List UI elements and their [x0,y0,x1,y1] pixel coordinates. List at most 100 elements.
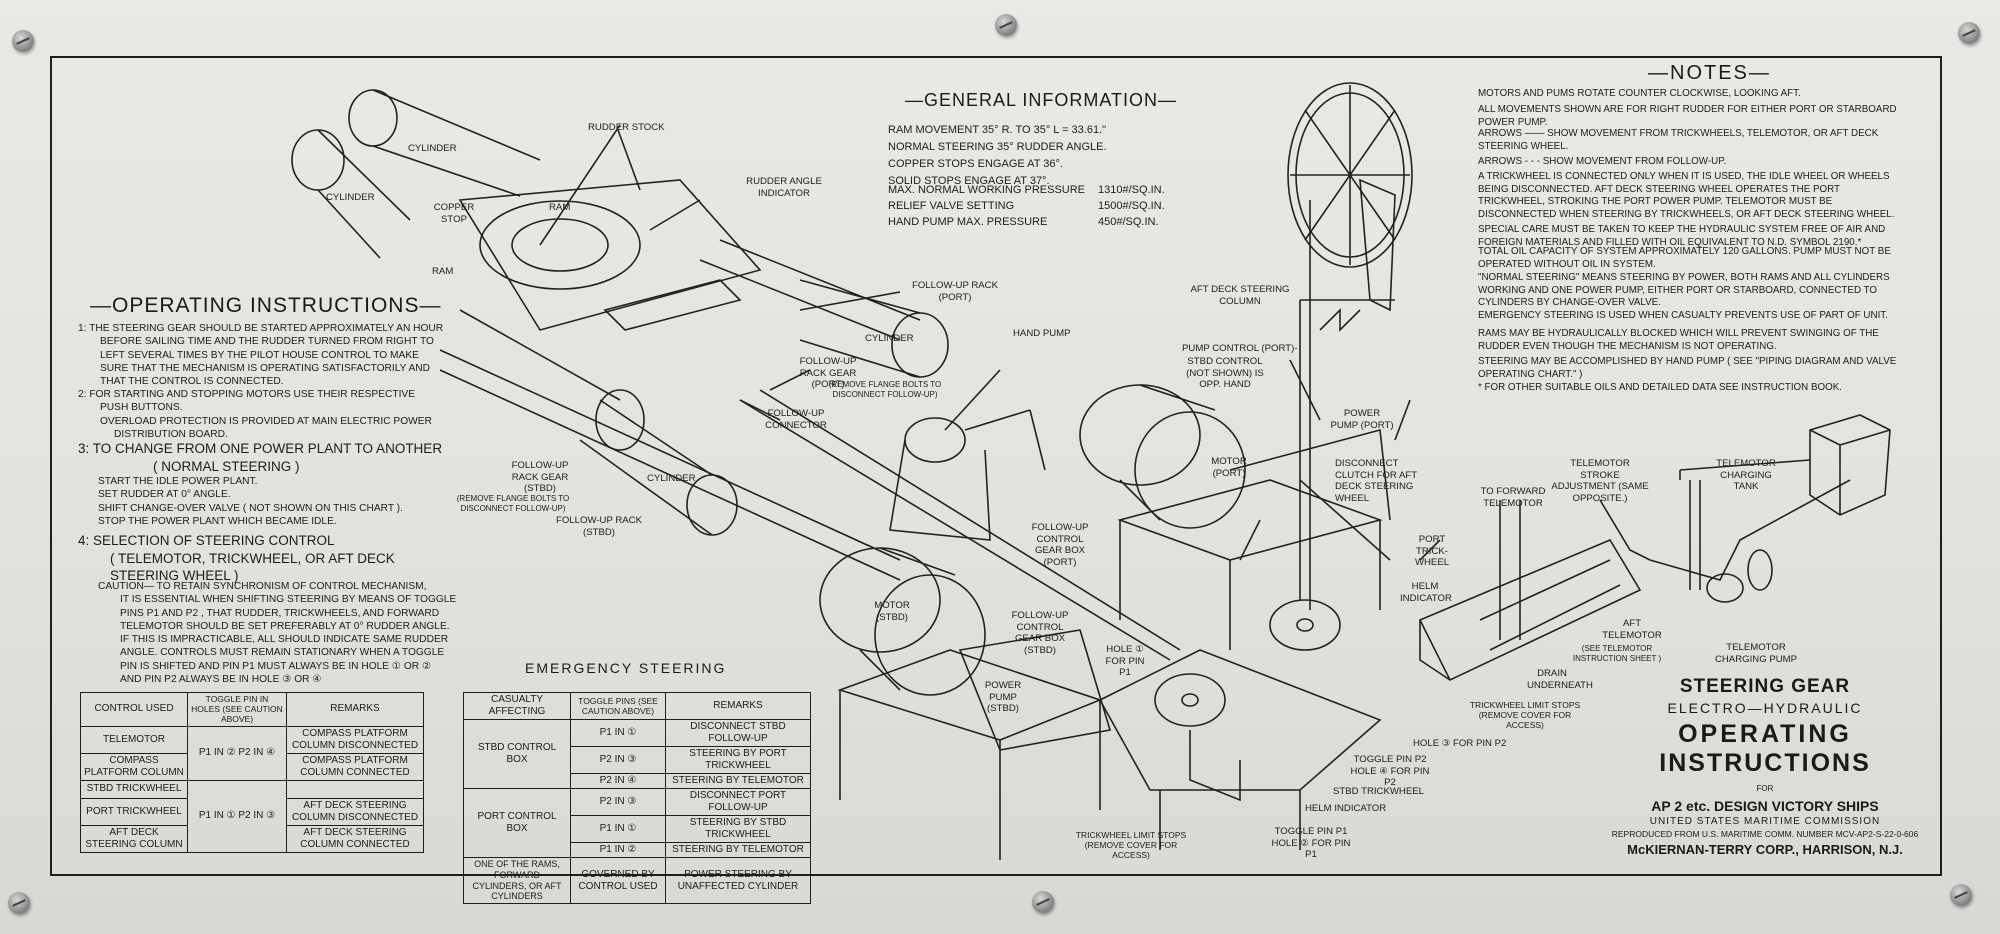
screw-icon [8,892,30,914]
table-cell: ONE OF THE RAMS, FORWARD CYLINDERS, OR A… [463,856,571,905]
table-cell: P1 IN ② P2 IN ④ [187,725,287,781]
title-victory-ships: AP 2 etc. DESIGN VICTORY SHIPS [1651,798,1879,814]
caution-line: IT IS ESSENTIAL WHEN SHIFTING STEERING B… [120,594,457,606]
label-follow-up-rack-port: FOLLOW-UP RACK (PORT) [911,280,998,303]
control-table: CONTROL USED TOGGLE PIN IN HOLES (SEE CA… [80,692,424,853]
table-row: P2 IN ③ STEERING BY PORT TRICKWHEEL [464,746,811,774]
gen-ram-movement: RAM MOVEMENT 35° R. TO 35° L = 33.61." [888,124,1107,136]
table-cell: P1 IN ② [570,842,666,858]
label-follow-up-connector: FOLLOW-UP CONNECTOR [765,408,827,431]
step-4: 4: SELECTION OF STEERING CONTROL ( TELEM… [78,532,395,585]
label-telemotor-charging-tank: TELEMOTOR CHARGING TANK [1716,458,1776,492]
table-cell: COMPASS PLATFORM COLUMN CONNECTED [286,752,424,781]
table-header: REMARKS [286,692,424,727]
label-rudder-stock: RUDDER STOCK [588,122,665,133]
step-3-line: STOP THE POWER PLANT WHICH BECAME IDLE. [98,515,337,527]
gen-relief-valve-value: 1500#/SQ.IN. [1098,200,1165,212]
table-cell: DISCONNECT STBD FOLLOW-UP [665,719,811,747]
table-cell: AFT DECK STEERING COLUMN [80,824,188,853]
caution-block: CAUTION— TO RETAIN SYNCHRONISM OF CONTRO… [98,580,456,686]
label-hole3-pin-p2: HOLE ③ FOR PIN P2 [1413,738,1507,749]
label-follow-up-rack-gear-port: FOLLOW-UP RACK GEAR (PORT) [799,356,857,390]
title-reproduced-from: REPRODUCED FROM U.S. MARITIME COMM. NUMB… [1611,829,1919,839]
label-remove-flange-stbd: (REMOVE FLANGE BOLTS TO DISCONNECT FOLLO… [456,494,570,513]
table-header: TOGGLE PINS (SEE CAUTION ABOVE) [570,692,666,720]
label-see-telemotor-sheet: (SEE TELEMOTOR INSTRUCTION SHEET ) [1572,644,1662,663]
label-ram: RAM [432,266,454,277]
caution-line: IF THIS IS IMPRACTICABLE, ALL SHOULD IND… [120,634,449,645]
table-header: REMARKS [665,692,811,720]
title-manufacturer: McKIERNAN-TERRY CORP., HARRISON, N.J. [1627,842,1903,857]
note-item: RAMS MAY BE HYDRAULICALLY BLOCKED WHICH … [1478,328,1879,352]
note-item: ALL MOVEMENTS SHOWN ARE FOR RIGHT RUDDER… [1478,104,1897,128]
note-item: ARROWS - - - SHOW MOVEMENT FROM FOLLOW-U… [1478,156,1727,167]
screw-icon [12,30,34,52]
table-row: AFT DECK STEERING COLUMN AFT DECK STEERI… [80,824,424,853]
table-header: CASUALTY AFFECTING [463,692,571,720]
gen-hand-pump-value: 450#/SQ.IN. [1098,216,1159,228]
gen-relief-valve: RELIEF VALVE SETTING [888,200,1015,212]
step-2-line: DISTRIBUTION BOARD. [114,428,228,440]
label-ram: RAM [549,202,571,213]
label-follow-up-rack-gear-stbd: FOLLOW-UP RACK GEAR (STBD) [511,460,569,494]
label-aft-telemotor: AFT TELEMOTOR [1602,618,1662,641]
emergency-steering-heading: EMERGENCY STEERING [525,660,727,676]
label-hole1-pin-p1: HOLE ① FOR PIN P1 [1105,644,1145,678]
title-operating: OPERATING [1678,720,1852,748]
table-cell: GOVERNED BY CONTROL USED [570,856,666,905]
step-3-line: SET RUDDER AT 0° ANGLE. [98,489,231,501]
label-rudder-angle-indicator: RUDDER ANGLE INDICATOR [746,176,822,199]
label-power-pump-stbd: POWER PUMP (STBD) [984,680,1022,714]
table-cell: PORT TRICKWHEEL [80,797,188,826]
gen-normal-steering: NORMAL STEERING 35° RUDDER ANGLE. [888,141,1107,153]
table-header-row: CONTROL USED TOGGLE PIN IN HOLES (SEE CA… [80,692,424,727]
note-item: "NORMAL STEERING" MEANS STEERING BY POWE… [1478,272,1890,309]
label-power-pump-port: POWER PUMP (PORT) [1330,408,1394,431]
table-cell: COMPASS PLATFORM COLUMN [80,752,188,781]
note-item: TOTAL OIL CAPACITY OF SYSTEM APPROXIMATE… [1478,246,1891,270]
label-stbd-control: STBD CONTROL (NOT SHOWN) IS OPP. HAND [1186,356,1264,390]
label-stbd-trickwheel: STBD TRICKWHEEL [1333,786,1424,797]
step-1-line: 1: THE STEERING GEAR SHOULD BE STARTED A… [78,323,444,334]
screw-icon [1032,891,1054,913]
note-item: A TRICKWHEEL IS CONNECTED ONLY WHEN IT I… [1478,171,1895,220]
note-item: MOTORS AND PUMS ROTATE COUNTER CLOCKWISE… [1478,88,1801,99]
table-cell: POWER STEERING BY UNAFFECTED CYLINDER [665,856,811,905]
caution-line: CAUTION— TO RETAIN SYNCHRONISM OF CONTRO… [98,581,427,592]
table-cell: P2 IN ④ [570,773,666,789]
step-1-line: THAT THE CONTROL IS CONNECTED. [100,376,284,387]
label-cylinder: CYLINDER [326,192,375,203]
label-motor-stbd: MOTOR (STBD) [874,600,910,623]
table-cell: P1 IN ① [570,815,666,843]
screw-icon [1950,884,1972,906]
label-copper-stop: COPPER STOP [433,202,475,225]
label-disconnect-clutch: DISCONNECT CLUTCH FOR AFT DECK STEERING … [1335,458,1417,504]
label-follow-up-gear-box-stbd: FOLLOW-UP CONTROL GEAR BOX (STBD) [1011,610,1069,656]
table-cell: STBD TRICKWHEEL [80,779,188,799]
step-4-subtitle: ( TELEMOTOR, TRICKWHEEL, OR AFT DECK [110,550,395,566]
table-cell: STEERING BY PORT TRICKWHEEL [665,746,811,774]
table-cell: DISCONNECT PORT FOLLOW-UP [665,788,811,816]
note-item: ARROWS —— SHOW MOVEMENT FROM TRICKWHEELS… [1478,128,1879,152]
note-item: SPECIAL CARE MUST BE TAKEN TO KEEP THE H… [1478,224,1886,248]
table-cell: PORT CONTROL BOX [463,788,571,858]
step-1-line: SURE THAT THE MECHANISM IS OPERATING SAT… [100,362,431,374]
table-row: ONE OF THE RAMS, FORWARD CYLINDERS, OR A… [463,856,811,905]
gen-hand-pump: HAND PUMP MAX. PRESSURE [888,216,1048,228]
table-header: TOGGLE PIN IN HOLES (SEE CAUTION ABOVE) [187,692,287,727]
label-follow-up-rack-stbd: FOLLOW-UP RACK (STBD) [555,515,642,538]
label-helm-indicator: HELM INDICATOR [1305,803,1387,814]
step-3-line: SHIFT CHANGE-OVER VALVE ( NOT SHOWN ON T… [98,502,403,514]
step-1: 1: THE STEERING GEAR SHOULD BE STARTED A… [78,322,443,388]
step-3-subtitle: ( NORMAL STEERING ) [153,458,300,474]
screw-icon [1958,22,1980,44]
label-port-trickwheel: PORT TRICK-WHEEL [1414,534,1450,568]
table-cell: AFT DECK STEERING COLUMN CONNECTED [286,824,424,853]
table-row: PORT TRICKWHEEL AFT DECK STEERING COLUMN… [80,797,424,826]
label-telemotor-charging-pump: TELEMOTOR CHARGING PUMP [1714,642,1798,665]
notes-heading: —NOTES— [1648,62,1771,84]
label-drain-underneath: DRAIN UNDERNEATH [1527,668,1593,691]
table-row: COMPASS PLATFORM COLUMN COMPASS PLATFORM… [80,752,424,781]
